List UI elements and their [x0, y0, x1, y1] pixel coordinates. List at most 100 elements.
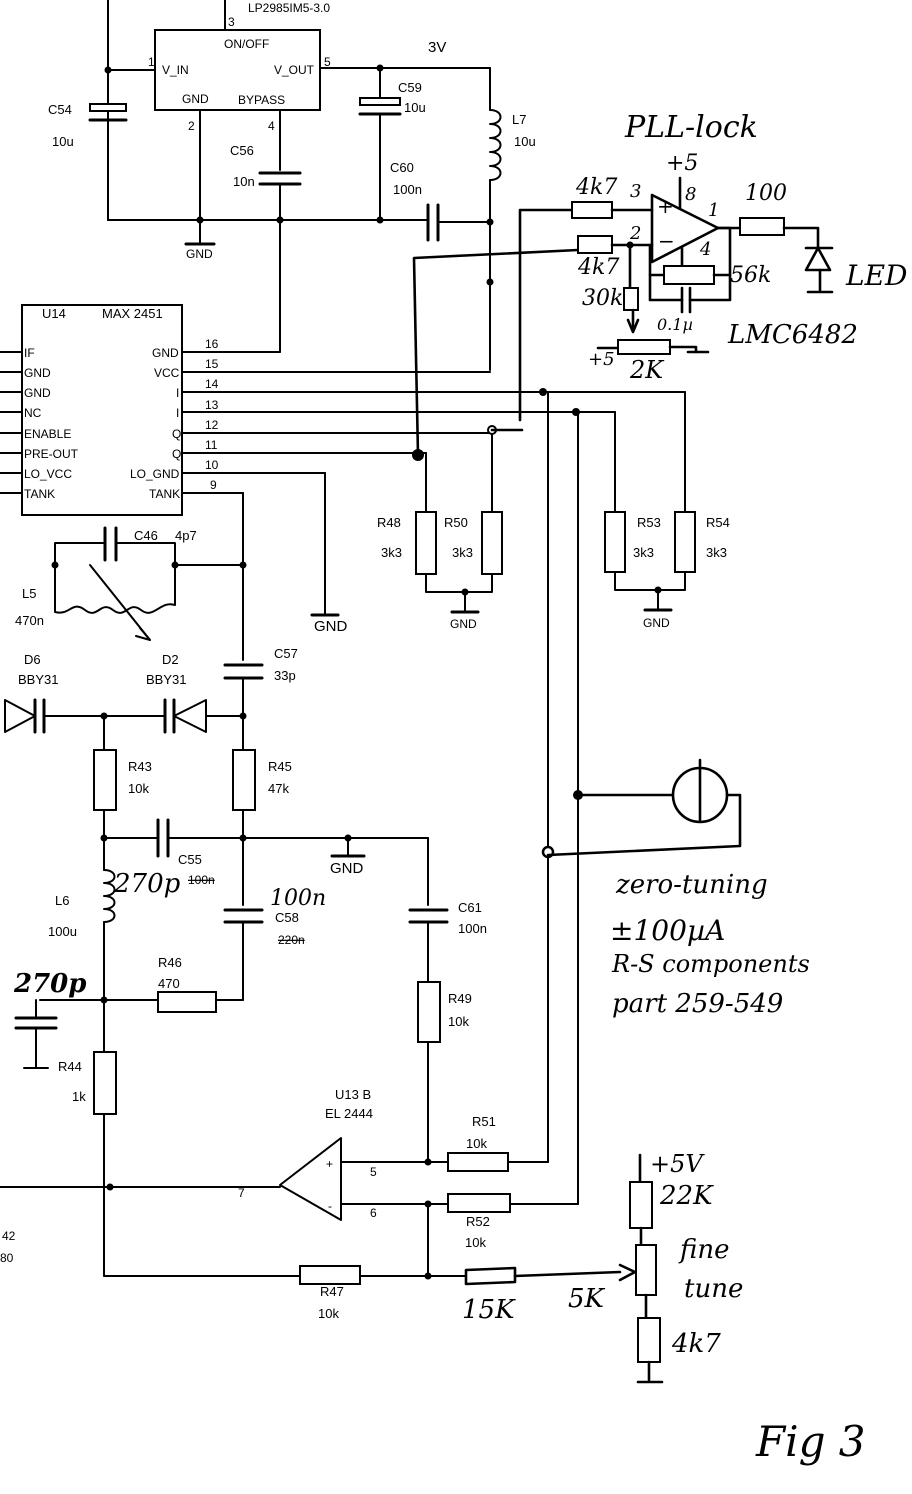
u14-part: MAX 2451	[102, 306, 163, 321]
svg-text:R52: R52	[466, 1214, 490, 1229]
svg-text:3k3: 3k3	[706, 545, 727, 560]
svg-text:R43: R43	[128, 759, 152, 774]
svg-text:R47: R47	[320, 1284, 344, 1299]
svg-text:10k: 10k	[318, 1306, 339, 1321]
svg-text:BBY31: BBY31	[146, 672, 186, 687]
svg-text:+5V: +5V	[650, 1150, 705, 1178]
u14-box	[21, 304, 183, 516]
svg-text:C55: C55	[178, 852, 202, 867]
svg-text:part 259-549: part 259-549	[612, 989, 783, 1019]
c57: C57 33p	[223, 646, 298, 751]
svg-text:2K: 2K	[629, 356, 665, 384]
svg-text:14: 14	[205, 377, 219, 391]
regulator-pin1-num: 1	[148, 55, 155, 69]
svg-text:+: +	[657, 194, 674, 218]
svg-text:D6: D6	[24, 652, 41, 667]
regulator-pin-gnd: GND	[182, 92, 209, 106]
svg-text:GND: GND	[330, 860, 364, 877]
svg-text:4: 4	[699, 239, 711, 260]
svg-text:R45: R45	[268, 759, 292, 774]
svg-text:R46: R46	[158, 955, 182, 970]
svg-text:3k3: 3k3	[452, 545, 473, 560]
u14-ref: U14	[42, 306, 66, 321]
regulator-section: LP2985IM5-3.0 3 ON/OFF V_IN 1 V_OUT 5 GN…	[48, 0, 536, 371]
svg-text:GND: GND	[24, 366, 51, 380]
svg-text:9: 9	[210, 478, 217, 492]
svg-text:GND: GND	[24, 386, 51, 400]
gnd-symbol-u14: GND	[310, 613, 348, 635]
svg-text:I: I	[176, 386, 179, 400]
tuning-bus	[539, 388, 583, 1205]
svg-text:Q: Q	[172, 447, 181, 461]
svg-text:L5: L5	[22, 586, 36, 601]
svg-text:4k7: 4k7	[671, 1329, 721, 1359]
svg-text:3k3: 3k3	[381, 545, 402, 560]
svg-text:10k: 10k	[448, 1014, 469, 1029]
svg-text:TANK: TANK	[24, 487, 55, 501]
svg-text:LED: LED	[845, 259, 907, 292]
svg-text:56k: 56k	[730, 263, 771, 288]
svg-text:100n: 100n	[393, 182, 422, 197]
regulator-pin2-num: 2	[188, 119, 195, 133]
svg-text:tune: tune	[684, 1274, 743, 1304]
svg-text:NC: NC	[24, 406, 42, 420]
svg-text:270p: 270p	[113, 869, 181, 899]
svg-text:C61: C61	[458, 900, 482, 915]
svg-text:+: +	[326, 1157, 333, 1171]
svg-text:4k7: 4k7	[577, 255, 619, 280]
svg-text:GND: GND	[186, 247, 213, 261]
d6-varactor: D6 BBY31	[4, 652, 166, 734]
l7: L7 10u	[486, 67, 536, 371]
svg-text:VCC: VCC	[154, 366, 180, 380]
svg-text:3k3: 3k3	[633, 545, 654, 560]
regulator-pin-vout: V_OUT	[274, 63, 315, 77]
svg-text:1k: 1k	[72, 1089, 86, 1104]
svg-text:13: 13	[205, 398, 219, 412]
svg-text:10k: 10k	[128, 781, 149, 796]
svg-text:LMC6482: LMC6482	[727, 320, 858, 350]
svg-text:47k: 47k	[268, 781, 289, 796]
c46-val: 4p7	[175, 528, 197, 543]
svg-text:R44: R44	[58, 1059, 82, 1074]
regulator-pin4-num: 4	[268, 119, 275, 133]
svg-text:10n: 10n	[233, 174, 255, 189]
svg-text:11: 11	[205, 438, 218, 452]
svg-text:I: I	[176, 406, 179, 420]
svg-text:TANK: TANK	[149, 487, 180, 501]
svg-text:3: 3	[630, 181, 641, 202]
svg-text:0.1µ: 0.1µ	[657, 315, 693, 334]
gnd-symbol-reg: GND	[184, 239, 216, 261]
regulator-pin-vin: V_IN	[162, 63, 189, 77]
svg-text:5: 5	[370, 1165, 377, 1179]
svg-text:fine: fine	[678, 1235, 729, 1265]
output-resistors: R48 3k3 R50 3k3 GND R53 3k3 R54 3k3 GND	[377, 391, 730, 631]
svg-text:5K: 5K	[568, 1284, 606, 1314]
svg-text:30k: 30k	[582, 286, 623, 311]
rail-3v-label: 3V	[428, 39, 446, 56]
loop-filter: R43 10k R45 47k C55 270p 100n GND L6 100…	[13, 715, 487, 1277]
regulator-pin5-num: 5	[324, 55, 331, 69]
svg-text:PLL-lock: PLL-lock	[624, 110, 758, 145]
svg-text:LO_VCC: LO_VCC	[24, 467, 72, 481]
svg-text:C58: C58	[275, 910, 299, 925]
svg-text:LO_GND: LO_GND	[130, 467, 180, 481]
figure-label: Fig 3	[755, 1417, 866, 1466]
tank-circuit: C46 4p7 L5 470n C57 33p D6 BBY31	[4, 526, 298, 751]
c60: C60 100n	[390, 160, 440, 242]
svg-text:10u: 10u	[514, 134, 536, 149]
svg-text:±100µA: ±100µA	[610, 914, 725, 947]
svg-text:C60: C60	[390, 160, 414, 175]
svg-text:470: 470	[158, 976, 180, 991]
svg-text:U13 B: U13 B	[335, 1087, 371, 1102]
regulator-pin3-num: 3	[228, 15, 235, 29]
gnd-symbol-filter: GND	[330, 837, 366, 877]
svg-text:C57: C57	[274, 646, 298, 661]
svg-text:100u: 100u	[48, 924, 77, 939]
c56: C56 10n	[230, 143, 302, 341]
c59: C59 10u	[358, 67, 426, 221]
svg-text:PRE-OUT: PRE-OUT	[24, 447, 79, 461]
svg-text:10u: 10u	[404, 100, 426, 115]
svg-text:4k7: 4k7	[575, 175, 617, 200]
svg-text:15: 15	[205, 357, 219, 371]
pll-lock-detector: PLL-lock +5 + − 8 4 4k7 3 4k7 2 30k 56k	[412, 110, 907, 457]
